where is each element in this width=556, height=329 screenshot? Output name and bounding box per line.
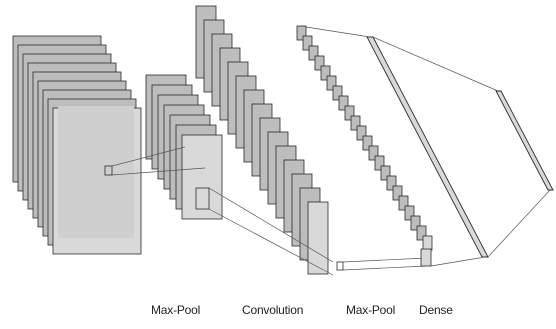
label-maxpool-2: Max-Pool [346, 303, 396, 317]
label-dense: Dense [419, 303, 453, 317]
maxpool-2-slice [308, 45, 319, 61]
link-line [208, 187, 334, 263]
input-receptive-field [104, 165, 113, 176]
maxpool-2-slice [344, 105, 355, 121]
maxpool-2-slice [350, 115, 361, 131]
convolution-layer-stack [195, 5, 329, 275]
maxpool-2-slice [296, 25, 307, 41]
maxpool-2-slice [380, 165, 391, 181]
maxpool-2-slice [392, 185, 403, 201]
maxpool-2-slice [416, 225, 427, 241]
link-line [305, 26, 371, 38]
input-layer-stack [12, 35, 142, 255]
link-line [208, 208, 334, 276]
maxpool-2-slice [362, 135, 373, 151]
link-line [430, 256, 486, 267]
maxpool-2-slice [386, 175, 397, 191]
receptive-field-connections [104, 26, 551, 276]
input-front-inner [58, 106, 134, 238]
maxpool-2-front-cell [420, 248, 432, 267]
conv-receptive-field [336, 261, 344, 271]
maxpool-2-slice [398, 195, 409, 211]
dense-2-bar [495, 90, 554, 191]
maxpool-1-layer-stack [145, 74, 223, 220]
link-line [111, 146, 186, 167]
link-line [342, 257, 427, 263]
maxpool-2-slice [404, 205, 415, 221]
link-line [342, 265, 427, 271]
dense-1-bar [366, 36, 489, 258]
maxpool-1-slice [181, 134, 223, 220]
link-line [111, 167, 206, 176]
label-convolution: Convolution [242, 303, 304, 317]
maxpool-2-slice [422, 235, 433, 251]
maxpool-2-slice [320, 65, 331, 81]
link-line [372, 36, 499, 92]
maxpool-2-slice [410, 215, 421, 231]
maxpool-2-slice [356, 125, 367, 141]
maxpool-2-slice [368, 145, 379, 161]
maxpool-2-slice [326, 75, 337, 91]
maxpool-2-slice [332, 85, 343, 101]
maxpool-2-slice [374, 155, 385, 171]
maxpool-2-layer-stack [296, 25, 433, 251]
link-line [487, 189, 551, 258]
dense-layers [366, 36, 554, 258]
maxpool-receptive-field [195, 187, 210, 210]
label-maxpool-1: Max-Pool [151, 303, 201, 317]
maxpool-2-slice [338, 95, 349, 111]
maxpool-2-slice [302, 35, 313, 51]
maxpool-2-slice [314, 55, 325, 71]
